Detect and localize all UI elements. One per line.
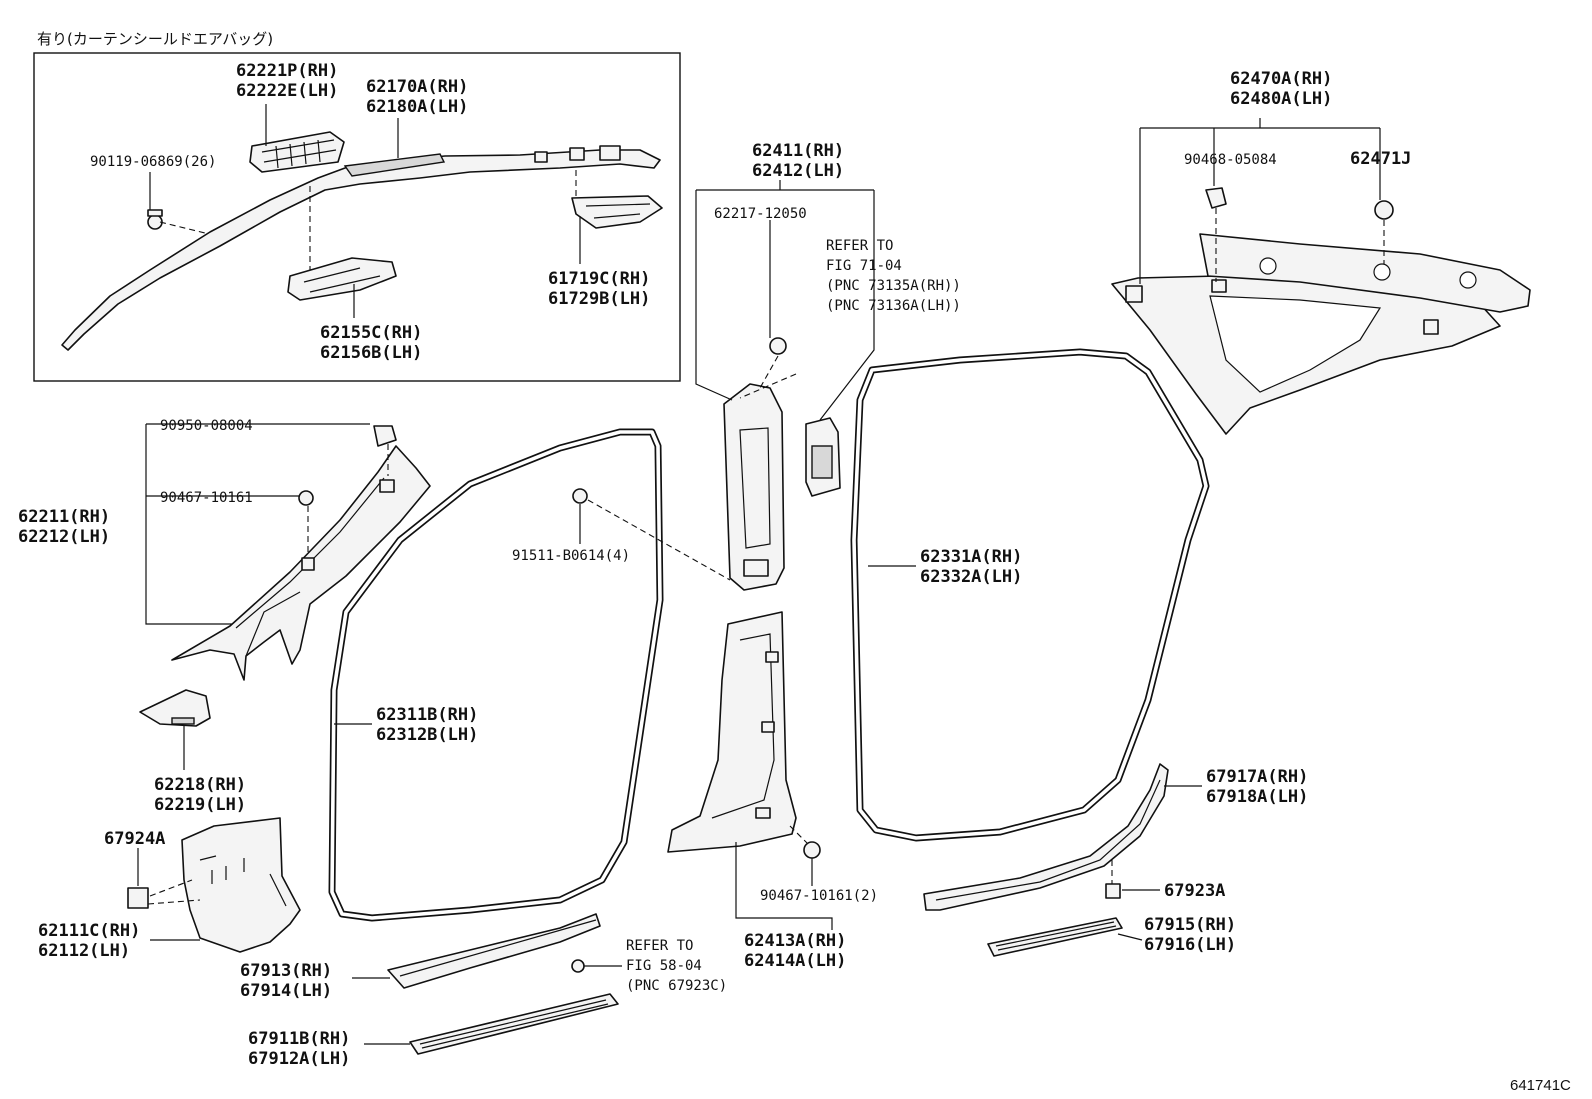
clip-90468[interactable]	[1205, 187, 1227, 209]
label-62155-lh: 62156B(LH)	[320, 343, 422, 363]
cowl-side-trim[interactable]	[181, 817, 301, 953]
bracket-62411	[695, 189, 875, 421]
seat-belt-guide[interactable]	[805, 417, 841, 497]
clip-90467-lower[interactable]	[803, 841, 821, 859]
label-61719-lh: 61729B(LH)	[548, 289, 650, 309]
label-67911-lh: 67912A(LH)	[248, 1049, 350, 1069]
bracket-62221[interactable]	[249, 131, 345, 173]
label-62413-rh: 62413A(RH)	[744, 931, 846, 951]
bracket-62413	[735, 842, 833, 930]
dash-91511	[587, 499, 731, 581]
dash-67924	[147, 879, 201, 905]
label-62331-lh: 62332A(LH)	[920, 567, 1022, 587]
rear-door-weatherstrip[interactable]	[850, 348, 1210, 842]
label-62470-lh: 62480A(LH)	[1230, 89, 1332, 109]
front-door-scuff-plate[interactable]	[387, 913, 601, 989]
cowl-side-cover-62218[interactable]	[139, 689, 211, 727]
label-90119: 90119-06869(26)	[90, 154, 216, 170]
bracket-62470	[1139, 118, 1381, 284]
clip-62471j[interactable]	[1374, 200, 1394, 220]
dash-90119	[159, 221, 206, 234]
label-62211-rh: 62211(RH)	[18, 507, 110, 527]
ref-5804-line2: FIG 58-04	[626, 958, 702, 974]
label-67917-rh: 67917A(RH)	[1206, 767, 1308, 787]
bolt-90119[interactable]	[147, 209, 163, 230]
clip-67924a[interactable]	[127, 887, 149, 909]
ref-5804-line3: (PNC 67923C)	[626, 978, 727, 994]
label-62111-lh: 62112(LH)	[38, 941, 130, 961]
label-67917-lh: 67918A(LH)	[1206, 787, 1308, 807]
clip-90467-upper[interactable]	[298, 490, 314, 506]
label-90468: 90468-05084	[1184, 152, 1277, 168]
front-door-weatherstrip[interactable]	[328, 428, 664, 922]
dash-90467b	[789, 825, 809, 845]
airbag-group-box	[33, 52, 681, 382]
label-62311-lh: 62312B(LH)	[376, 725, 478, 745]
bracket-61719[interactable]	[571, 195, 663, 229]
label-62221-rh: 62221P(RH)	[236, 61, 338, 81]
label-90467a: 90467-10161	[160, 490, 253, 506]
label-67915-rh: 67915(RH)	[1144, 915, 1236, 935]
label-67913-lh: 67914(LH)	[240, 981, 332, 1001]
clip-67923a[interactable]	[1105, 883, 1121, 899]
label-62155-rh: 62155C(RH)	[320, 323, 422, 343]
label-62170-lh: 62180A(LH)	[366, 97, 468, 117]
label-62331-rh: 62331A(RH)	[920, 547, 1022, 567]
label-62411-rh: 62411(RH)	[752, 141, 844, 161]
label-91511: 91511-B0614(4)	[512, 548, 630, 564]
label-62211-lh: 62212(LH)	[18, 527, 110, 547]
roof-side-inner-garnish[interactable]	[1111, 233, 1531, 435]
rear-door-scuff-plate[interactable]	[923, 763, 1169, 911]
label-62413-lh: 62414A(LH)	[744, 951, 846, 971]
center-pillar-upper-garnish[interactable]	[723, 383, 785, 591]
clip-ref-5804[interactable]	[571, 959, 585, 973]
label-67924: 67924A	[104, 829, 165, 849]
label-61719-rh: 61719C(RH)	[548, 269, 650, 289]
airbag-group-note: 有り(カーテンシールドエアバッグ)	[37, 30, 273, 48]
figure-code: 641741C	[1510, 1077, 1571, 1094]
leader-67915	[1117, 933, 1143, 941]
curtain-airbag-assembly[interactable]	[61, 145, 661, 351]
center-pillar-lower-garnish[interactable]	[667, 611, 797, 853]
bracket-62155[interactable]	[287, 257, 397, 301]
ref-7104-line2: FIG 71-04	[826, 258, 902, 274]
label-62218-rh: 62218(RH)	[154, 775, 246, 795]
screw-91511[interactable]	[572, 488, 588, 504]
label-67915-lh: 67916(LH)	[1144, 935, 1236, 955]
label-62470-rh: 62470A(RH)	[1230, 69, 1332, 89]
label-67913-rh: 67913(RH)	[240, 961, 332, 981]
ref-5804-line1: REFER TO	[626, 938, 693, 954]
label-90950: 90950-08004	[160, 418, 253, 434]
label-62170-rh: 62170A(RH)	[366, 77, 468, 97]
dash-62217	[739, 355, 797, 399]
ref-7104-line3: (PNC 73135A(RH))	[826, 278, 961, 294]
label-90467b: 90467-10161(2)	[760, 888, 878, 904]
clip-90950[interactable]	[373, 425, 397, 447]
label-62111-rh: 62111C(RH)	[38, 921, 140, 941]
front-pillar-garnish[interactable]	[171, 445, 431, 681]
bracket-62211	[145, 423, 370, 625]
front-door-sill-plate[interactable]	[409, 993, 619, 1055]
label-62217: 62217-12050	[714, 206, 807, 222]
label-62471: 62471J	[1350, 149, 1411, 169]
label-67923: 67923A	[1164, 881, 1225, 901]
label-62411-lh: 62412(LH)	[752, 161, 844, 181]
label-62221-lh: 62222E(LH)	[236, 81, 338, 101]
label-62218-lh: 62219(LH)	[154, 795, 246, 815]
label-67911-rh: 67911B(RH)	[248, 1029, 350, 1049]
rear-door-sill-plate[interactable]	[987, 917, 1123, 957]
ref-7104-line1: REFER TO	[826, 238, 893, 254]
clip-62217[interactable]	[769, 337, 787, 355]
label-62311-rh: 62311B(RH)	[376, 705, 478, 725]
ref-7104-line4: (PNC 73136A(LH))	[826, 298, 961, 314]
